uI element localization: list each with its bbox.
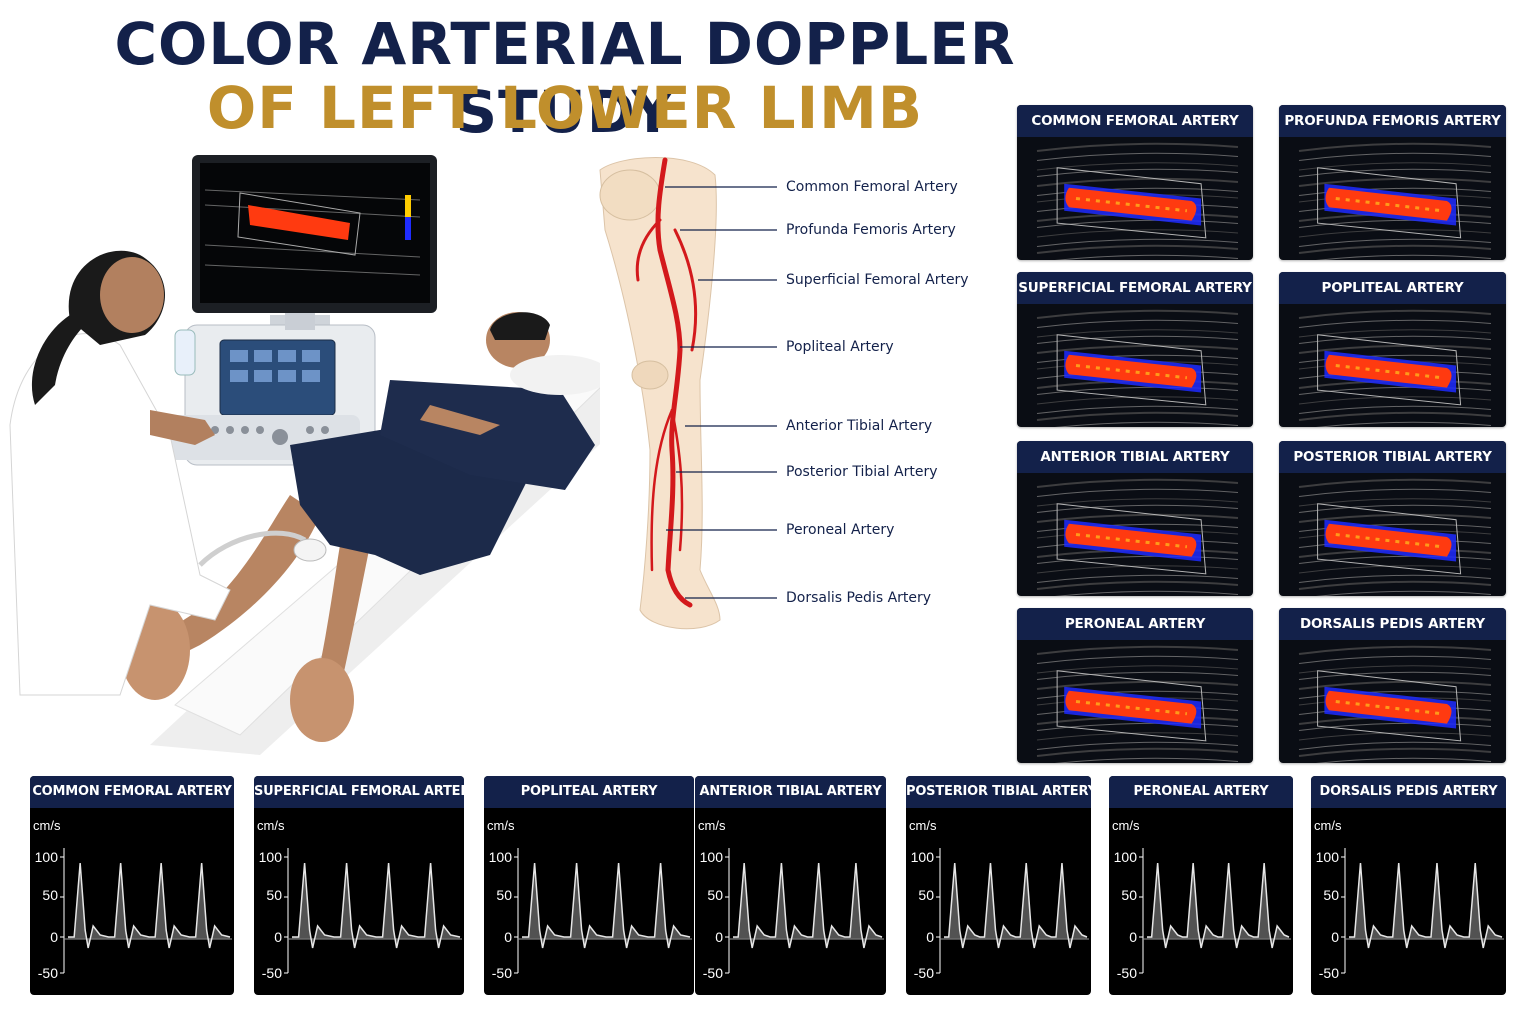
- velocity-tick-label: -50: [37, 965, 58, 981]
- doppler-ultrasound-image: [1036, 142, 1239, 260]
- spectral-panel-title: POPLITEAL ARTERY: [484, 776, 694, 808]
- spectral-panel-dorsalis-pedis-artery: DORSALIS PEDIS ARTERY cm/s 100 50 0 -50: [1311, 776, 1506, 995]
- doppler-ultrasound-image: [1298, 142, 1492, 260]
- velocity-tick-label: 0: [1331, 929, 1339, 945]
- velocity-tick-label: 50: [707, 887, 723, 903]
- velocity-unit-label: cm/s: [33, 818, 61, 833]
- velocity-unit-label: cm/s: [909, 818, 937, 833]
- spectral-waveform: [284, 848, 462, 974]
- doppler-ultrasound-image: [1298, 478, 1492, 596]
- velocity-tick-label: 100: [34, 849, 58, 865]
- doppler-ultrasound-image: [1036, 645, 1239, 763]
- doppler-panel-title: PROFUNDA FEMORIS ARTERY: [1279, 105, 1506, 137]
- velocity-unit-label: cm/s: [1314, 818, 1342, 833]
- spectral-waveform: [1341, 848, 1504, 974]
- label-anterior-tibial-artery: Anterior Tibial Artery: [786, 418, 933, 434]
- velocity-tick-label: 50: [1323, 887, 1339, 903]
- velocity-unit-label: cm/s: [487, 818, 515, 833]
- doppler-panel-dorsalis-pedis-artery: DORSALIS PEDIS ARTERY: [1279, 608, 1506, 763]
- doppler-ultrasound-image: [1036, 478, 1239, 596]
- label-popliteal-artery: Popliteal Artery: [786, 339, 894, 355]
- velocity-tick-label: 100: [258, 849, 282, 865]
- spectral-panel-title: ANTERIOR TIBIAL ARTERY: [695, 776, 886, 808]
- velocity-tick-label: 100: [1315, 849, 1339, 865]
- doppler-panel-peroneal-artery: PERONEAL ARTERY: [1017, 608, 1253, 763]
- velocity-tick-label: 100: [488, 849, 512, 865]
- velocity-tick-label: 0: [715, 929, 723, 945]
- doppler-panel-popliteal-artery: POPLITEAL ARTERY: [1279, 272, 1506, 427]
- velocity-tick-label: 50: [1121, 887, 1137, 903]
- velocity-tick-label: 100: [910, 849, 934, 865]
- velocity-unit-label: cm/s: [257, 818, 285, 833]
- doppler-panel-posterior-tibial-artery: POSTERIOR TIBIAL ARTERY: [1279, 441, 1506, 596]
- doppler-panel-title: PERONEAL ARTERY: [1017, 608, 1253, 640]
- velocity-tick-label: -50: [1318, 965, 1339, 981]
- spectral-waveform: [1139, 848, 1291, 974]
- doppler-panel-title: ANTERIOR TIBIAL ARTERY: [1017, 441, 1253, 473]
- doppler-panel-title: DORSALIS PEDIS ARTERY: [1279, 608, 1506, 640]
- velocity-tick-label: 50: [918, 887, 934, 903]
- spectral-waveform: [936, 848, 1089, 974]
- velocity-tick-label: 0: [1129, 929, 1137, 945]
- spectral-panel-common-femoral-artery: COMMON FEMORAL ARTERY cm/s 100 50 0 -50: [30, 776, 234, 995]
- velocity-tick-label: 50: [496, 887, 512, 903]
- velocity-unit-label: cm/s: [1112, 818, 1140, 833]
- velocity-tick-label: 0: [274, 929, 282, 945]
- leg-artery-diagram: Common Femoral Artery Profunda Femoris A…: [580, 150, 980, 640]
- spectral-panel-title: DORSALIS PEDIS ARTERY: [1311, 776, 1506, 808]
- scan-scene-illustration: [9, 155, 600, 755]
- velocity-tick-label: 0: [926, 929, 934, 945]
- doppler-panel-title: COMMON FEMORAL ARTERY: [1017, 105, 1253, 137]
- doppler-panel-title: POSTERIOR TIBIAL ARTERY: [1279, 441, 1506, 473]
- spectral-waveform: [725, 848, 884, 974]
- doppler-panel-anterior-tibial-artery: ANTERIOR TIBIAL ARTERY: [1017, 441, 1253, 596]
- doppler-ultrasound-image: [1036, 309, 1239, 427]
- label-posterior-tibial-artery: Posterior Tibial Artery: [786, 464, 938, 480]
- spectral-panel-title: SUPERFICIAL FEMORAL ARTERY: [254, 776, 464, 808]
- velocity-tick-label: 0: [50, 929, 58, 945]
- label-superficial-femoral-artery: Superficial Femoral Artery: [786, 272, 969, 288]
- spectral-panel-popliteal-artery: POPLITEAL ARTERY cm/s 100 50 0 -50: [484, 776, 694, 995]
- spectral-panel-title: POSTERIOR TIBIAL ARTERY: [906, 776, 1091, 808]
- velocity-tick-label: 50: [266, 887, 282, 903]
- spectral-panel-peroneal-artery: PERONEAL ARTERY cm/s 100 50 0 -50: [1109, 776, 1293, 995]
- label-common-femoral-artery: Common Femoral Artery: [786, 179, 958, 195]
- label-dorsalis-pedis-artery: Dorsalis Pedis Artery: [786, 590, 932, 606]
- spectral-panel-superficial-femoral-artery: SUPERFICIAL FEMORAL ARTERY cm/s 100 50 0 -50: [254, 776, 464, 995]
- spectral-waveform: [60, 848, 232, 974]
- spectral-panel-anterior-tibial-artery: ANTERIOR TIBIAL ARTERY cm/s 100 50 0 -50: [695, 776, 886, 995]
- velocity-tick-label: -50: [261, 965, 282, 981]
- doppler-panel-profunda-femoris-artery: PROFUNDA FEMORIS ARTERY: [1279, 105, 1506, 260]
- spectral-panel-title: COMMON FEMORAL ARTERY: [30, 776, 234, 808]
- doppler-panel-title: POPLITEAL ARTERY: [1279, 272, 1506, 304]
- velocity-tick-label: 100: [699, 849, 723, 865]
- label-profunda-femoris-artery: Profunda Femoris Artery: [786, 222, 956, 238]
- doppler-panel-superficial-femoral-artery: SUPERFICIAL FEMORAL ARTERY: [1017, 272, 1253, 427]
- doppler-panel-common-femoral-artery: COMMON FEMORAL ARTERY: [1017, 105, 1253, 260]
- spectral-panel-posterior-tibial-artery: POSTERIOR TIBIAL ARTERY cm/s 100 50 0 -50: [906, 776, 1091, 995]
- label-peroneal-artery: Peroneal Artery: [786, 522, 895, 538]
- title-line-1: COLOR ARTERIAL DOPPLER STUDY: [114, 10, 1016, 146]
- spectral-panel-title: PERONEAL ARTERY: [1109, 776, 1293, 808]
- spectral-waveform: [514, 848, 692, 974]
- velocity-tick-label: -50: [913, 965, 934, 981]
- velocity-tick-label: -50: [702, 965, 723, 981]
- doppler-panel-title: SUPERFICIAL FEMORAL ARTERY: [1017, 272, 1253, 304]
- velocity-unit-label: cm/s: [698, 818, 726, 833]
- anatomy-illustration: [599, 157, 777, 630]
- velocity-tick-label: -50: [491, 965, 512, 981]
- velocity-tick-label: 0: [504, 929, 512, 945]
- title-line-2: OF LEFT LOWER LIMB: [206, 74, 924, 142]
- doppler-ultrasound-image: [1298, 645, 1492, 763]
- doppler-ultrasound-image: [1298, 309, 1492, 427]
- velocity-tick-label: 100: [1113, 849, 1137, 865]
- velocity-tick-label: -50: [1116, 965, 1137, 981]
- velocity-tick-label: 50: [42, 887, 58, 903]
